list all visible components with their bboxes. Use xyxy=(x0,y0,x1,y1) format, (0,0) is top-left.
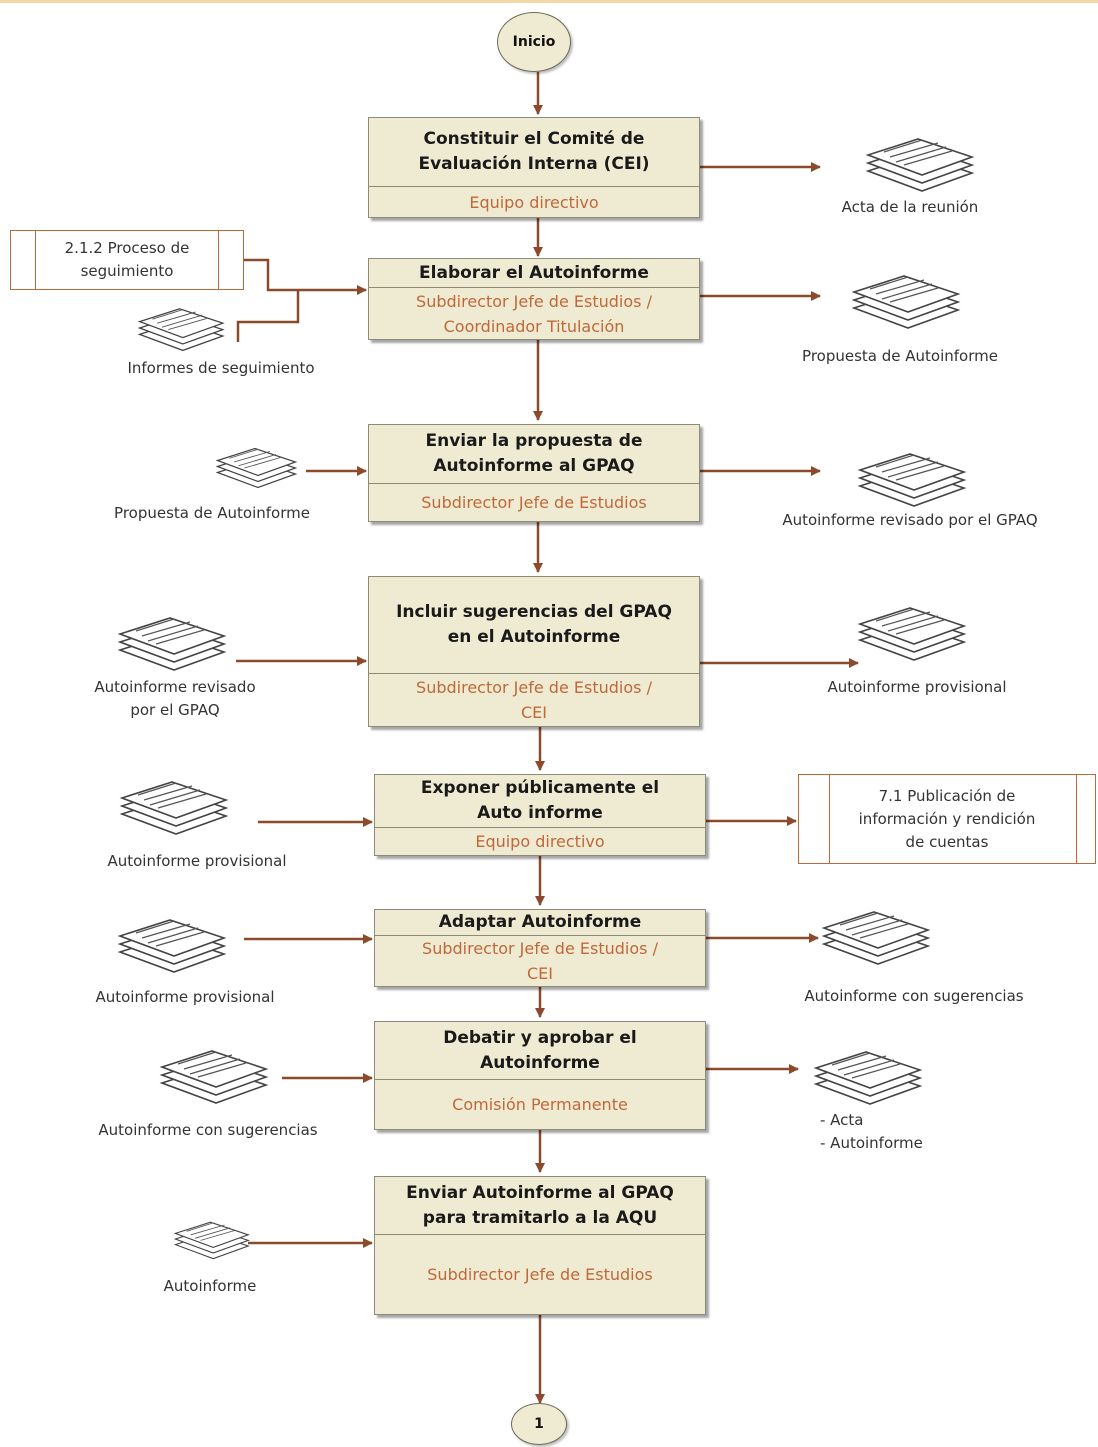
step-incluir-sugerencias: Incluir sugerencias del GPAQ en el Autoi… xyxy=(368,576,700,727)
step-exponer-publicamente: Exponer públicamente el Auto informe Equ… xyxy=(374,774,706,856)
process-label: 7.1 Publicación de información y rendici… xyxy=(858,786,1036,851)
doc-label-informes-seguimiento: Informes de seguimiento xyxy=(127,359,315,377)
step-title: Elaborar el Autoinforme xyxy=(419,262,649,283)
document-icon xyxy=(138,308,224,352)
process-seguimiento: 2.1.2 Proceso de seguimiento xyxy=(10,230,244,290)
doc-label-acta: Acta de la reunión xyxy=(841,198,979,216)
step-constituir-cei: Constituir el Comité de Evaluación Inter… xyxy=(368,117,700,218)
top-border xyxy=(0,0,1098,3)
doc-label-revisado-out: Autoinforme revisado por el GPAQ xyxy=(782,511,1038,529)
input-arrow xyxy=(244,258,367,295)
step-title: Enviar Autoinforme al GPAQ para tramitar… xyxy=(406,1182,674,1228)
doc-label-sugerencias-in: Autoinforme con sugerencias xyxy=(98,1121,318,1139)
step-role: Subdirector Jefe de Estudios / CEI xyxy=(369,673,699,726)
doc-label-acta-autoinforme: - Acta - Autoinforme xyxy=(820,1111,923,1152)
document-icon xyxy=(161,1050,267,1104)
step-title: Incluir sugerencias del GPAQ en el Autoi… xyxy=(396,602,672,647)
step-role: Equipo directivo xyxy=(369,186,699,217)
step-role: Subdirector Jefe de Estudios / Coordinad… xyxy=(369,287,699,339)
step-title: Enviar la propuesta de Autoinforme al GP… xyxy=(425,431,643,476)
step-role: Subdirector Jefe de Estudios xyxy=(375,1234,705,1314)
document-icon xyxy=(119,617,225,671)
document-icon xyxy=(867,138,973,192)
step-adaptar-autoinforme: Adaptar Autoinforme Subdirector Jefe de … xyxy=(374,909,706,987)
end-connector: 1 xyxy=(511,1403,567,1445)
start-node: Inicio xyxy=(497,12,571,72)
step-role: Comisión Permanente xyxy=(375,1079,705,1129)
step-role: Subdirector Jefe de Estudios xyxy=(369,483,699,521)
document-icon xyxy=(859,607,965,661)
step-elaborar-autoinforme: Elaborar el Autoinforme Subdirector Jefe… xyxy=(368,258,700,340)
step-enviar-propuesta: Enviar la propuesta de Autoinforme al GP… xyxy=(368,424,700,522)
doc-label-propuesta-in: Propuesta de Autoinforme xyxy=(114,504,310,522)
step-title: Constituir el Comité de Evaluación Inter… xyxy=(418,129,650,174)
document-icon xyxy=(853,275,959,329)
document-icon xyxy=(174,1221,249,1260)
doc-label-provisional-in-2: Autoinforme provisional xyxy=(95,988,275,1006)
document-icon xyxy=(815,1051,921,1105)
start-label: Inicio xyxy=(512,34,556,50)
process-publicacion: 7.1 Publicación de información y rendici… xyxy=(798,774,1096,864)
step-title: Debatir y aprobar el Autoinforme xyxy=(443,1027,637,1073)
step-enviar-aqu: Enviar Autoinforme al GPAQ para tramitar… xyxy=(374,1176,706,1315)
doc-label-revisado-in: Autoinforme revisado por el GPAQ xyxy=(94,678,256,719)
end-label: 1 xyxy=(534,1416,544,1432)
input-connector xyxy=(236,290,300,342)
doc-label-provisional-in-1: Autoinforme provisional xyxy=(107,852,287,870)
doc-label-autoinforme: Autoinforme xyxy=(163,1277,257,1295)
document-icon xyxy=(823,911,929,965)
document-icon xyxy=(216,447,297,489)
document-icon xyxy=(121,781,227,835)
step-title: Adaptar Autoinforme xyxy=(438,912,642,932)
doc-label-sugerencias-out: Autoinforme con sugerencias xyxy=(804,987,1024,1005)
doc-label-propuesta-out: Propuesta de Autoinforme xyxy=(802,347,998,365)
step-title: Exponer públicamente el Auto informe xyxy=(420,778,660,823)
document-icon xyxy=(119,919,225,973)
step-role: Equipo directivo xyxy=(375,827,705,855)
step-role: Subdirector Jefe de Estudios / CEI xyxy=(375,935,705,986)
document-icon xyxy=(859,453,965,507)
doc-label-provisional-out: Autoinforme provisional xyxy=(827,678,1007,696)
step-debatir-aprobar: Debatir y aprobar el Autoinforme Comisió… xyxy=(374,1021,706,1130)
process-label: 2.1.2 Proceso de seguimiento xyxy=(64,239,190,280)
